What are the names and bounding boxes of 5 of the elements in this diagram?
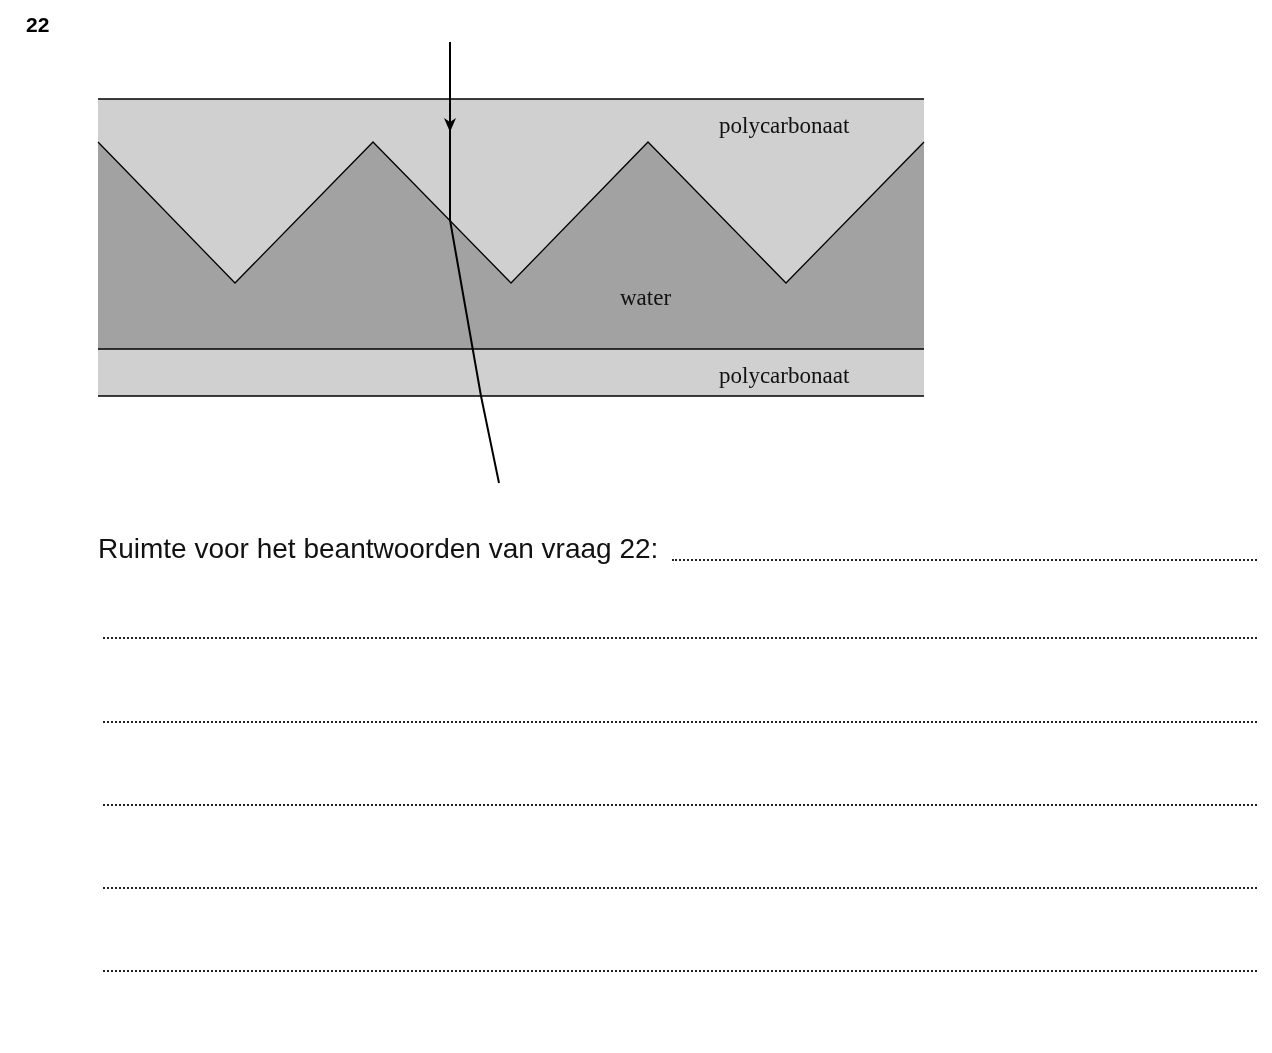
material-label: water [620,286,672,309]
material-label: polycarbonaat [719,114,850,137]
material-label: polycarbonaat [719,364,850,387]
answer-prompt: Ruimte voor het beantwoorden van vraag 22: [98,535,659,563]
question-number: 22 [26,14,50,35]
